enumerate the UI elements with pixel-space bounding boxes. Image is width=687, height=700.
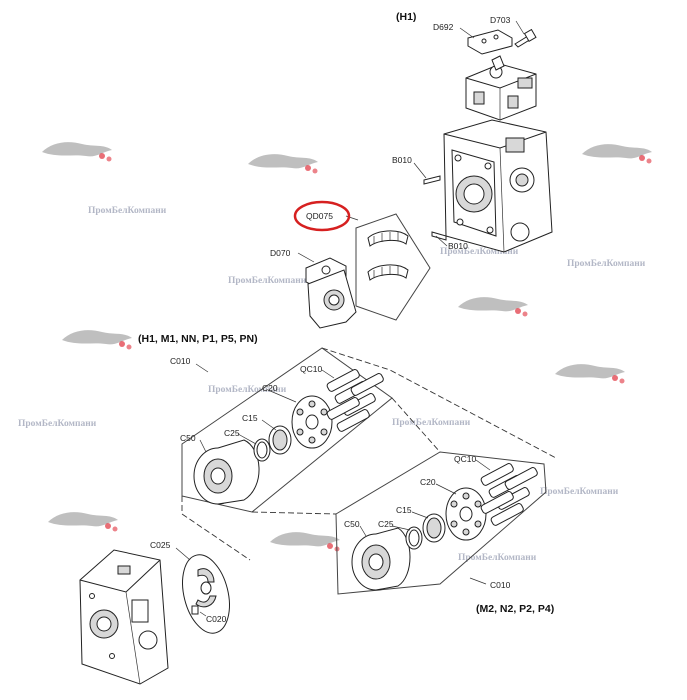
logo-mark xyxy=(458,297,528,317)
bracket-hole xyxy=(321,265,331,275)
end-cap-port-inner xyxy=(96,616,112,632)
logo-mark xyxy=(270,532,340,552)
watermark-layer: ПромБелКомпани ПромБелКомпани ПромБелКом… xyxy=(18,142,652,563)
group-label-h1: (H1) xyxy=(396,11,416,23)
watermark-text: ПромБелКомпани xyxy=(208,385,287,395)
leader-lines xyxy=(175,20,525,617)
part-label-c50: C50 xyxy=(344,519,360,529)
bolt-hole xyxy=(481,38,487,44)
screw xyxy=(423,175,441,185)
screw xyxy=(431,231,447,241)
part-label-b010: B010 xyxy=(448,241,468,251)
end-cap-boss xyxy=(117,565,131,575)
valve-port xyxy=(507,95,519,109)
side-port xyxy=(510,222,530,242)
screw-head xyxy=(523,28,537,43)
assembly-guides xyxy=(181,347,557,561)
retainer-center xyxy=(459,506,473,522)
part-label-c20: C20 xyxy=(420,477,436,487)
end-cap-side-port xyxy=(138,630,158,650)
side-port-inner xyxy=(515,173,529,187)
bearing-kit xyxy=(355,213,431,321)
part-label-c020: C020 xyxy=(206,614,227,624)
bolt-hole xyxy=(486,226,494,234)
kit-frame xyxy=(355,213,431,321)
group-label-upper-kit: (H1, M1, NN, P1, P5, PN) xyxy=(138,333,258,345)
logo-mark xyxy=(555,364,625,384)
ring-c25-inner xyxy=(408,529,420,547)
pump-housing xyxy=(423,119,553,253)
watermark-text: ПромБелКомпани xyxy=(540,487,619,497)
logo-mark xyxy=(248,154,318,174)
watermark-text: ПромБелКомпани xyxy=(458,553,537,563)
part-label-qd075: QD075 xyxy=(306,211,333,221)
end-cap-flange xyxy=(131,599,149,623)
control-module xyxy=(465,28,537,121)
kidney-port xyxy=(195,595,217,608)
adjuster-stem xyxy=(491,55,505,71)
valve-port xyxy=(473,91,485,105)
end-cap-housing xyxy=(79,549,169,685)
bolt-hole xyxy=(493,34,499,40)
part-label-qc10: QC10 xyxy=(300,364,322,374)
watermark-text: ПромБелКомпани xyxy=(228,276,307,286)
valve-plate-center xyxy=(200,581,212,595)
logo-mark xyxy=(42,142,112,162)
rotating-kit-lower xyxy=(335,451,547,595)
logo-mark xyxy=(582,144,652,164)
part-label-c010: C010 xyxy=(170,356,191,366)
part-label-c010: C010 xyxy=(490,580,511,590)
watermark-text: ПромБелКомпани xyxy=(567,259,646,269)
cylinder-spline xyxy=(210,467,226,485)
bracket-bore-inner xyxy=(328,294,340,306)
part-label-d703: D703 xyxy=(490,15,511,25)
part-label-c25: C25 xyxy=(378,519,394,529)
cylinder-spline xyxy=(368,553,384,571)
highlight-circle xyxy=(293,200,351,232)
part-label-b010: B010 xyxy=(392,155,412,165)
part-label-d070: D070 xyxy=(270,248,291,258)
shaft-bore-inner xyxy=(463,183,485,205)
pin xyxy=(191,605,199,615)
part-label-c025: C025 xyxy=(150,540,171,550)
kit-frame xyxy=(181,347,393,513)
part-label-d692: D692 xyxy=(433,22,454,32)
part-label-c15: C15 xyxy=(396,505,412,515)
cover-plate xyxy=(467,29,513,55)
part-label-qc10: QC10 xyxy=(454,454,476,464)
logo-mark xyxy=(48,512,118,532)
ring-c15-inner xyxy=(272,429,288,451)
part-label-c20: C20 xyxy=(262,383,278,393)
part-label-c15: C15 xyxy=(242,413,258,423)
swashplate-bracket xyxy=(305,257,357,329)
watermark-text: ПромБелКомпани xyxy=(392,418,471,428)
logo-mark xyxy=(62,330,132,350)
watermark-text: ПромБелКомпани xyxy=(440,247,519,257)
bolt-hole xyxy=(484,162,492,170)
piston-set xyxy=(326,369,384,432)
valve-plate xyxy=(182,554,230,634)
part-label-c25: C25 xyxy=(224,428,240,438)
rotating-kit-upper xyxy=(181,347,393,513)
mount-boss xyxy=(505,137,525,153)
bolt-hole xyxy=(456,218,464,226)
piston-set xyxy=(480,463,538,526)
watermark-text: ПромБелКомпани xyxy=(88,206,167,216)
retainer-center xyxy=(305,414,319,430)
group-label-lower-kit: (M2, N2, P2, P4) xyxy=(476,603,554,615)
part-label-c50: C50 xyxy=(180,433,196,443)
watermark-text: ПромБелКомпани xyxy=(18,419,97,429)
bolt-hole xyxy=(454,154,462,162)
solenoid xyxy=(517,77,533,89)
ring-c15-inner xyxy=(426,517,442,539)
ring-c25-inner xyxy=(256,441,268,459)
